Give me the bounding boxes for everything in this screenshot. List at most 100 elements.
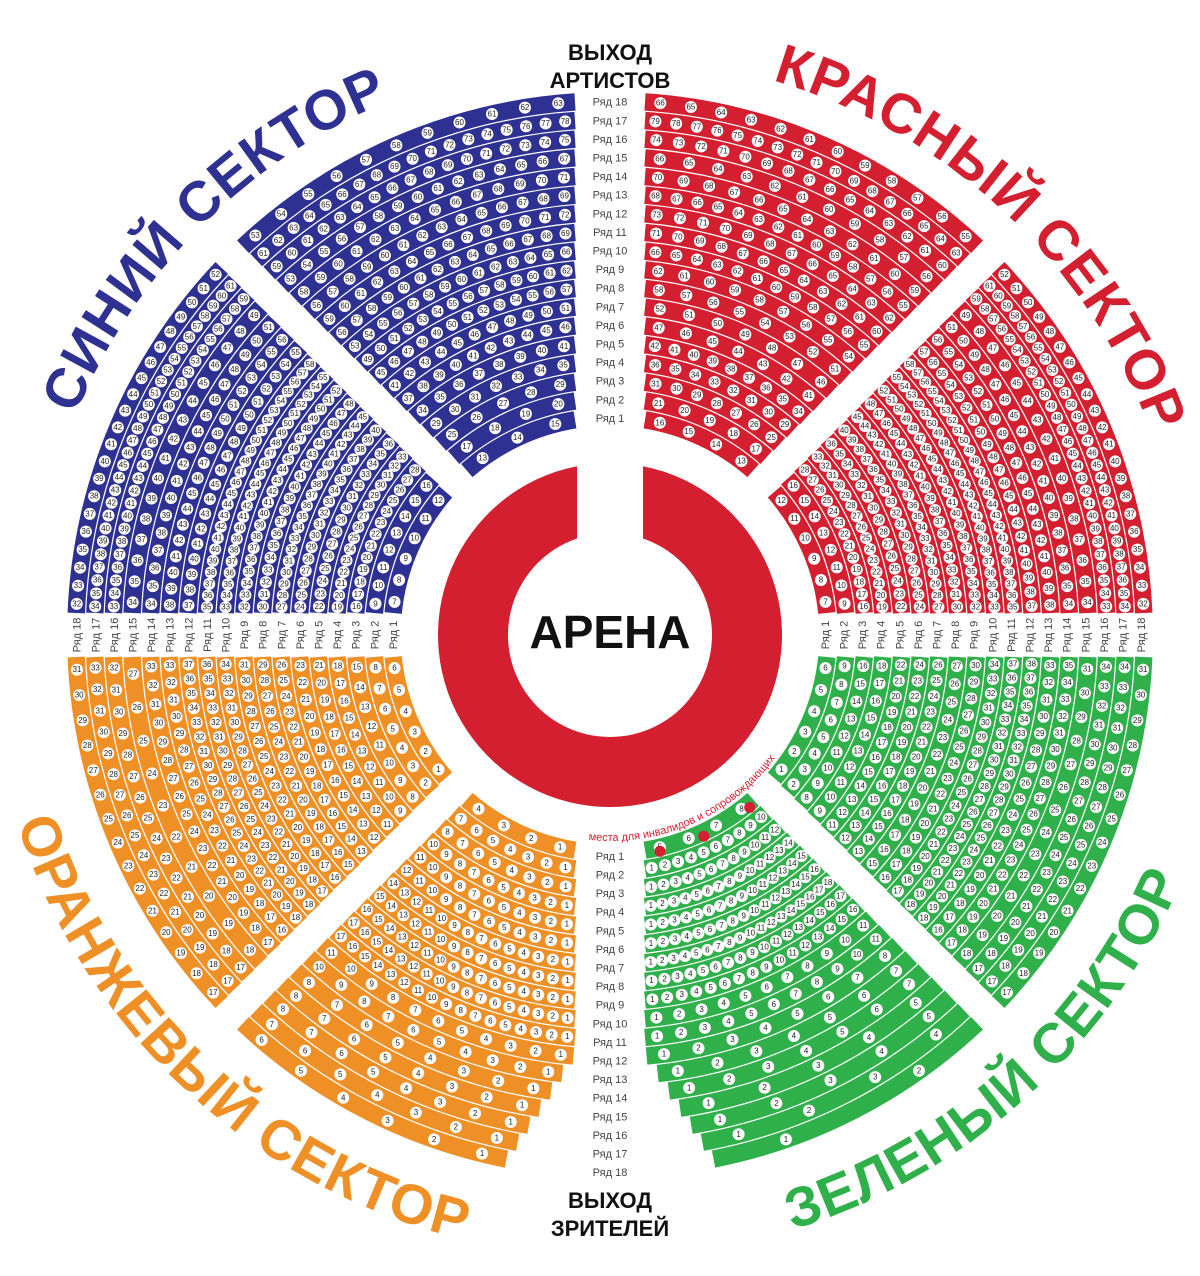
seat[interactable]: 41 — [237, 510, 250, 523]
seat[interactable]: 48 — [300, 422, 313, 435]
seat[interactable]: 47 — [1081, 434, 1094, 447]
seat[interactable]: 28 — [877, 525, 890, 538]
seat[interactable]: 37 — [472, 367, 485, 380]
seat[interactable]: 32 — [352, 479, 365, 492]
seat[interactable]: 47 — [401, 345, 414, 358]
seat[interactable]: 49 — [1033, 310, 1046, 323]
seat[interactable]: 61 — [796, 190, 809, 203]
seat-circle[interactable] — [559, 115, 572, 128]
seat[interactable]: 54 — [944, 378, 957, 391]
seat[interactable]: 57 — [560, 283, 573, 296]
seat-circle[interactable] — [250, 530, 263, 543]
seat-circle[interactable] — [319, 198, 332, 211]
seat-circle[interactable] — [519, 407, 532, 420]
seat[interactable]: 18 — [881, 721, 894, 734]
seat[interactable]: 69 — [441, 159, 454, 172]
seat[interactable]: 24 — [294, 600, 307, 613]
seat[interactable]: 3 — [672, 855, 685, 868]
seat[interactable]: 48 — [1076, 422, 1089, 435]
seat[interactable]: 10 — [851, 948, 864, 961]
seat[interactable]: 31 — [649, 377, 662, 390]
seat[interactable]: 56 — [927, 356, 940, 369]
seat[interactable]: 12 — [401, 864, 414, 877]
seat[interactable]: 64 — [303, 210, 316, 223]
seat-circle[interactable] — [374, 342, 387, 355]
seat[interactable]: 54 — [759, 317, 772, 330]
seat[interactable]: 25 — [765, 431, 778, 444]
seat[interactable]: 69 — [677, 175, 690, 188]
seat[interactable]: 63 — [506, 256, 519, 269]
seat[interactable]: 79 — [649, 115, 662, 128]
seat-circle[interactable] — [338, 299, 351, 312]
seat[interactable]: 5 — [745, 1007, 758, 1020]
seat[interactable]: 1 — [644, 918, 657, 931]
seat[interactable]: 4 — [679, 892, 692, 905]
seat[interactable]: 19 — [895, 736, 908, 749]
seat-circle[interactable] — [552, 97, 565, 110]
seat[interactable]: 10 — [824, 790, 837, 803]
seat[interactable]: 31 — [346, 490, 359, 503]
seat[interactable]: 28 — [993, 793, 1006, 806]
seat[interactable]: 49 — [244, 444, 257, 457]
seat[interactable]: 39 — [706, 355, 719, 368]
seat[interactable]: 11 — [869, 933, 882, 946]
seat[interactable]: 29 — [967, 675, 980, 688]
seat[interactable]: 27 — [932, 601, 945, 614]
seat-circle[interactable] — [297, 576, 310, 589]
seat-circle[interactable] — [378, 249, 391, 262]
seat[interactable]: 35 — [1061, 580, 1074, 593]
seat[interactable]: 68 — [866, 185, 879, 198]
seat[interactable]: 69 — [513, 178, 526, 191]
seat[interactable]: 32 — [70, 597, 83, 610]
seat[interactable]: 74 — [650, 134, 663, 147]
seat[interactable]: 35 — [1062, 659, 1075, 672]
seat[interactable]: 26 — [352, 520, 365, 533]
seat[interactable]: 78 — [670, 117, 683, 130]
seat[interactable]: 40 — [998, 543, 1011, 556]
seat[interactable]: 28 — [1096, 781, 1109, 794]
seat[interactable]: 2 — [546, 953, 559, 966]
seat[interactable]: 26 — [1082, 820, 1095, 833]
seat[interactable]: 60 — [215, 289, 228, 302]
seat[interactable]: 64 — [690, 253, 703, 266]
seat[interactable]: 29 — [554, 378, 567, 391]
seat[interactable]: 8 — [878, 949, 891, 962]
seat[interactable]: 66 — [823, 183, 836, 196]
seat[interactable]: 34 — [220, 589, 233, 602]
seat[interactable]: 11 — [770, 935, 783, 948]
seat[interactable]: 38 — [957, 530, 970, 543]
seat[interactable]: 61 — [472, 266, 485, 279]
seat[interactable]: 70 — [519, 214, 532, 227]
seat[interactable]: 58 — [807, 301, 820, 314]
seat-circle[interactable] — [446, 318, 459, 331]
seat-circle[interactable] — [449, 195, 462, 208]
seat[interactable]: 6 — [858, 989, 871, 1002]
seat[interactable]: 26 — [748, 418, 761, 431]
seat[interactable]: 61 — [350, 245, 363, 258]
seat[interactable]: 13 — [845, 793, 858, 806]
seat[interactable]: 24 — [949, 799, 962, 812]
seat[interactable]: 10 — [755, 810, 768, 823]
seat[interactable]: 25 — [974, 831, 987, 844]
seat[interactable]: 48 — [228, 435, 241, 448]
seat[interactable]: 63 — [824, 225, 837, 238]
seat[interactable]: 26 — [1065, 813, 1078, 826]
seat[interactable]: 43 — [132, 472, 145, 485]
seat[interactable]: 32 — [238, 601, 251, 614]
seat[interactable]: 4 — [684, 967, 697, 980]
seat[interactable]: 38 — [979, 544, 992, 557]
seat[interactable]: 61 — [803, 133, 816, 146]
seat[interactable]: 13 — [792, 921, 805, 934]
seat[interactable]: 24 — [947, 757, 960, 770]
seat-circle[interactable] — [295, 588, 308, 601]
seat[interactable]: 3 — [671, 970, 684, 983]
seat-circle[interactable] — [261, 496, 274, 509]
seat[interactable]: 39 — [316, 468, 329, 481]
seat-circle[interactable] — [288, 532, 301, 545]
seat[interactable]: 26 — [855, 520, 868, 533]
seat[interactable]: 56 — [543, 286, 556, 299]
seat[interactable]: 68 — [703, 179, 716, 192]
seat-circle[interactable] — [462, 290, 475, 303]
seat-circle[interactable] — [305, 488, 318, 501]
seat[interactable]: 5 — [922, 1010, 935, 1023]
